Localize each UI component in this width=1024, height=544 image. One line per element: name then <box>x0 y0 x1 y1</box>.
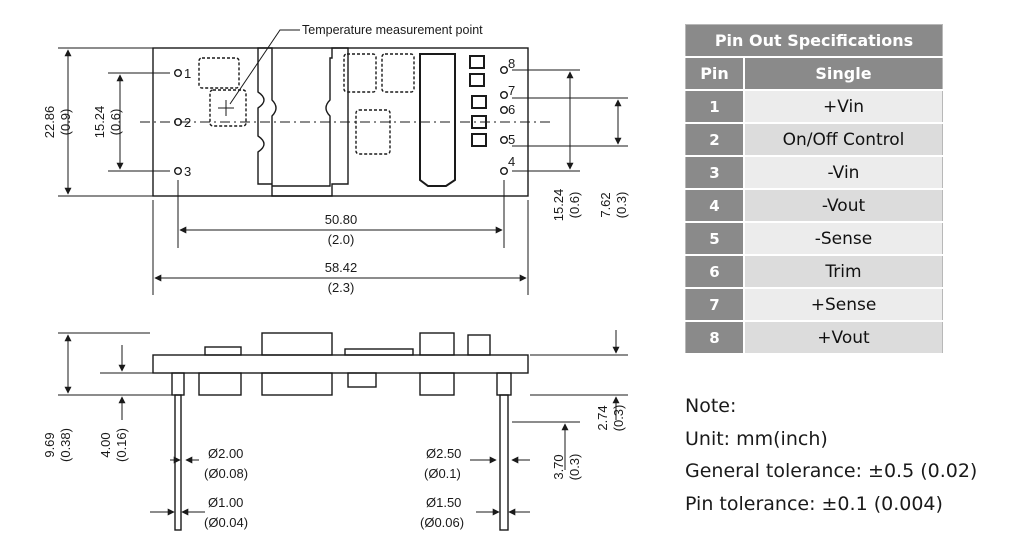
pin-function: Trim <box>744 255 943 289</box>
dim-shoulder-left-mm: Ø2.00 <box>208 446 243 461</box>
component-ic-2 <box>209 89 247 127</box>
transformer-core <box>257 47 349 197</box>
pin-function: -Sense <box>744 222 943 256</box>
dim-length-mm: 58.42 <box>325 260 358 275</box>
svg-text:3.70: 3.70 <box>551 454 566 479</box>
side-view-board <box>152 354 529 374</box>
pin-table-title: Pin Out Specifications <box>685 24 943 58</box>
table-row: 4-Vout <box>685 189 943 223</box>
svg-text:9.69: 9.69 <box>42 432 57 457</box>
svg-text:(0.38): (0.38) <box>58 428 73 462</box>
cap-5 <box>471 133 487 147</box>
pin-number: 1 <box>685 90 745 124</box>
dim-total-height-label: 9.69 (0.38) <box>42 428 73 462</box>
pin-column-header: Pin <box>685 57 745 91</box>
svg-text:2.74: 2.74 <box>595 405 610 430</box>
svg-text:(0.6): (0.6) <box>108 109 123 136</box>
table-row: 8+Vout <box>685 321 943 355</box>
svg-text:(0.3): (0.3) <box>611 405 626 432</box>
svg-text:7.62: 7.62 <box>598 192 613 217</box>
dim-pin-len-label: 3.70 (0.3) <box>551 454 582 481</box>
svg-text:(0.6): (0.6) <box>567 192 582 219</box>
pin-marker-7: 7 <box>508 83 515 98</box>
top-view <box>140 29 550 197</box>
pin-function: +Sense <box>744 288 943 322</box>
svg-text:(0.3): (0.3) <box>567 454 582 481</box>
dim-pin-span-label: 15.24 (0.6) <box>92 106 123 139</box>
note-heading: Note: <box>685 395 737 417</box>
note-general-tolerance: General tolerance: ±0.5 (0.02) <box>685 460 978 482</box>
pin-right-shoulder <box>496 372 512 396</box>
pin-number: 6 <box>685 255 745 289</box>
svg-text:22.86: 22.86 <box>42 106 57 139</box>
svg-text:(0.9): (0.9) <box>58 109 73 136</box>
cap-1 <box>469 55 485 69</box>
pin-marker-5: 5 <box>508 132 515 147</box>
pin-left-lead <box>174 394 182 531</box>
table-row: 3-Vin <box>685 156 943 190</box>
svg-text:(0.3): (0.3) <box>614 192 629 219</box>
cap-3 <box>471 95 487 109</box>
pin-marker-1: 1 <box>184 66 191 81</box>
dim-right-half-label: 7.62 (0.3) <box>598 192 629 219</box>
svg-text:15.24: 15.24 <box>551 189 566 222</box>
pin-right-lead <box>499 394 509 531</box>
dim-right-span-label: 15.24 (0.6) <box>551 189 582 222</box>
pin-out-table: Pin Out Specifications Pin Single 1+Vin … <box>685 24 943 355</box>
note-unit: Unit: mm(inch) <box>685 427 828 450</box>
pin-number: 5 <box>685 222 745 256</box>
inductor <box>419 53 456 187</box>
table-row: 7+Sense <box>685 288 943 322</box>
pin-number: 8 <box>685 321 745 355</box>
pin-number: 2 <box>685 123 745 157</box>
pin-number: 3 <box>685 156 745 190</box>
table-row: 1+Vin <box>685 90 943 124</box>
pin-number: 4 <box>685 189 745 223</box>
pin-function: +Vout <box>744 321 943 355</box>
component-ic-3 <box>343 53 377 93</box>
pin-function: -Vin <box>744 156 943 190</box>
dim-pin-right-in: (Ø0.06) <box>420 515 464 530</box>
notes-block: Note: Unit: mm(inch) General tolerance: … <box>685 390 977 520</box>
temperature-leader <box>229 29 300 105</box>
pin-marker-8: 8 <box>508 56 515 71</box>
dim-shoulder-left-in: (Ø0.08) <box>204 466 248 481</box>
pin-left-shoulder <box>171 372 185 396</box>
dim-length-in: (2.3) <box>328 280 355 295</box>
pin-marker-4: 4 <box>508 154 515 169</box>
component-ic-5 <box>355 109 391 155</box>
temperature-callout-label: Temperature measurement point <box>302 23 483 37</box>
dim-height-label: 22.86 (0.9) <box>42 106 73 139</box>
table-row: 5-Sense <box>685 222 943 256</box>
dim-shoulder-right-mm: Ø2.50 <box>426 446 461 461</box>
cap-4 <box>471 115 487 129</box>
pin-marker-2: 2 <box>184 115 191 130</box>
component-ic-1 <box>198 57 240 89</box>
pin-marker-6: 6 <box>508 102 515 117</box>
cap-2 <box>469 73 485 87</box>
dim-pitch-in: (2.0) <box>328 232 355 247</box>
mechanical-drawing: Temperature measurement point 1 2 3 4 5 … <box>42 23 629 531</box>
svg-text:(0.16): (0.16) <box>114 428 129 462</box>
dim-pin-left-mm: Ø1.00 <box>208 495 243 510</box>
svg-text:15.24: 15.24 <box>92 106 107 139</box>
dim-board-height-label: 4.00 (0.16) <box>98 428 129 462</box>
dim-pin-left-in: (Ø0.04) <box>204 515 248 530</box>
dim-shoulder-right-in: (Ø0.1) <box>424 466 461 481</box>
pin-function: -Vout <box>744 189 943 223</box>
dim-pitch-mm: 50.80 <box>325 212 358 227</box>
pin-function: +Vin <box>744 90 943 124</box>
dim-pin-right-mm: Ø1.50 <box>426 495 461 510</box>
pin-marker-3: 3 <box>184 164 191 179</box>
single-column-header: Single <box>744 57 943 91</box>
component-ic-4 <box>381 53 415 93</box>
pin-function: On/Off Control <box>744 123 943 157</box>
dim-top-gap-label: 2.74 (0.3) <box>595 405 626 432</box>
svg-text:4.00: 4.00 <box>98 432 113 457</box>
pin-number: 7 <box>685 288 745 322</box>
note-pin-tolerance: Pin tolerance: ±0.1 (0.004) <box>685 492 943 515</box>
